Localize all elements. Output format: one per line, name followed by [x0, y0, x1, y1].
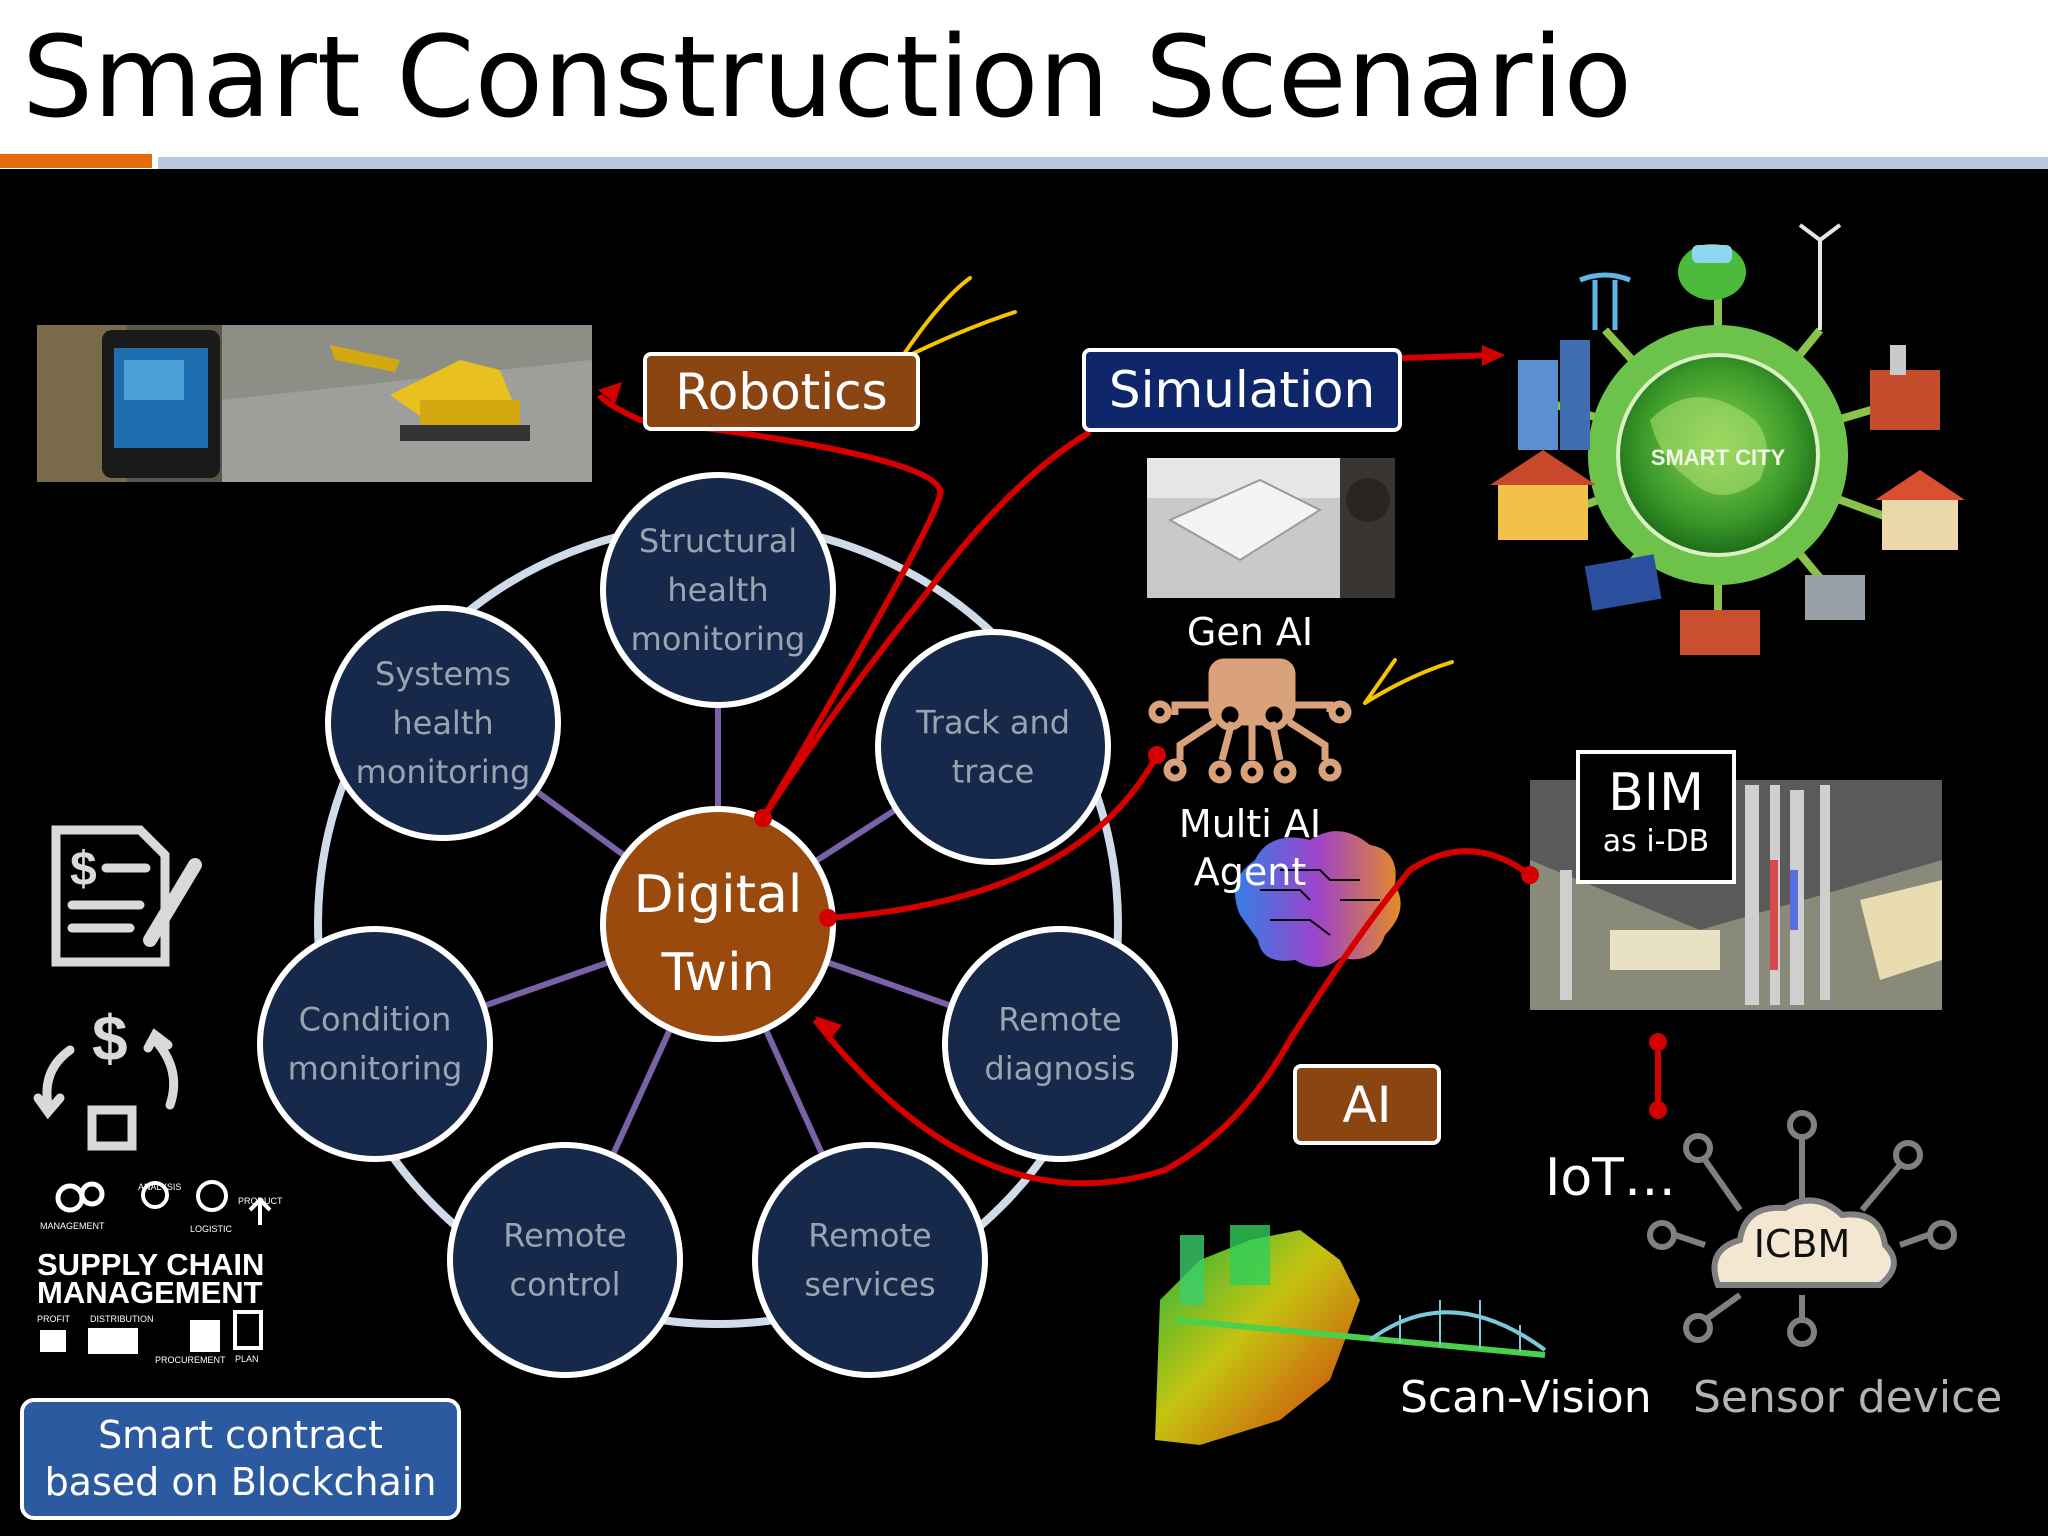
node-label-line: trace — [952, 753, 1035, 791]
node-circle — [447, 1142, 683, 1378]
svg-text:PROFIT: PROFIT — [37, 1314, 71, 1324]
ai-to-bim-connector — [812, 848, 1532, 1187]
checkmark-robotics-1 — [898, 276, 972, 362]
checkmark-agent-2 — [1363, 660, 1454, 705]
svg-text:$: $ — [70, 843, 97, 896]
digital-twin-line1: Digital — [634, 865, 803, 925]
icbm-cloud-network — [1647, 1110, 1957, 1347]
robotics-label: Robotics — [675, 362, 888, 421]
node-circle — [752, 1142, 988, 1378]
digital-twin-line2: Twin — [660, 943, 774, 1003]
svg-text:MANAGEMENT: MANAGEMENT — [37, 1275, 263, 1310]
ai-box: AI — [1293, 1064, 1441, 1145]
supply-chain-graphic: SUPPLY CHAIN MANAGEMENT MANAGEMENT ANALY… — [37, 1180, 283, 1365]
node-label-line: control — [510, 1266, 621, 1304]
node-structural-health-monitoring: Structural health monitoring — [600, 472, 836, 708]
smart-city-graphic: SMART CITY — [1490, 223, 1965, 655]
simulation-connector — [760, 429, 1092, 820]
checkmark-agent-1 — [1363, 658, 1397, 705]
page-title: Smart Construction Scenario — [22, 13, 1632, 143]
connector-markers — [598, 345, 1667, 1119]
red-connectors — [597, 352, 1661, 1187]
node-label-line: monitoring — [356, 753, 531, 791]
node-label-line: Structural — [639, 522, 797, 560]
bim-model-render — [1530, 780, 1942, 1010]
smart-city-label: SMART CITY — [1651, 445, 1786, 470]
node-label-line: health — [667, 571, 768, 609]
node-circle — [325, 605, 561, 841]
svg-text:LOGISTIC: LOGISTIC — [190, 1224, 233, 1234]
node-label-line: monitoring — [288, 1050, 463, 1088]
multi-agent-line2: Agent — [1193, 850, 1307, 894]
simulation-photo — [1147, 458, 1395, 598]
svg-text:SUPPLY CHAIN: SUPPLY CHAIN — [37, 1247, 264, 1282]
node-label-line: diagnosis — [984, 1050, 1135, 1088]
bim-label: BIM — [1608, 763, 1704, 823]
node-circle — [875, 629, 1111, 865]
node-circle — [257, 926, 493, 1162]
iot-label: IoT… — [1545, 1148, 1676, 1208]
simulation-to-smartcity-arrow — [1401, 352, 1496, 361]
multi-agent-line1: Multi AI — [1178, 802, 1322, 846]
node-label-line: services — [804, 1266, 935, 1304]
scan-vision-pointcloud — [1155, 1225, 1547, 1445]
node-label-line: Condition — [299, 1001, 452, 1039]
multi-agent-connector — [827, 753, 1160, 921]
svg-text:$: $ — [92, 1002, 128, 1074]
node-label-line: Remote — [503, 1217, 626, 1255]
robotics-box: Robotics — [643, 352, 920, 431]
node-label-line: Systems — [375, 655, 511, 693]
node-label-line: monitoring — [631, 620, 806, 658]
svg-text:PROCUREMENT: PROCUREMENT — [155, 1355, 226, 1365]
icbm-label: ICBM — [1753, 1222, 1851, 1266]
smart-contract-icons: $ $ — [33, 825, 202, 1151]
sensor-device-label: Sensor device — [1693, 1372, 2003, 1423]
smart-contract-box: Smart contract based on Blockchain — [20, 1398, 461, 1520]
node-label-line: Remote — [998, 1001, 1121, 1039]
bim-box: BIM as i-DB — [1576, 750, 1736, 884]
svg-text:ANALYSIS: ANALYSIS — [138, 1182, 181, 1192]
node-systems-health-monitoring: Systems health monitoring — [325, 605, 561, 841]
bim-sub-label: as i-DB — [1602, 824, 1710, 859]
node-label-line: Remote — [808, 1217, 931, 1255]
title-bar: Smart Construction Scenario — [0, 0, 2048, 154]
ai-label: AI — [1342, 1075, 1392, 1134]
node-label-line: health — [392, 704, 493, 742]
node-circle — [942, 926, 1178, 1162]
excavator-photo — [37, 325, 592, 482]
simulation-box: Simulation — [1082, 348, 1402, 432]
node-remote-services: Remote services — [752, 1142, 988, 1378]
title-accent-blue — [158, 157, 2048, 169]
node-circle — [600, 472, 836, 708]
smart-contract-line1: Smart contract — [98, 1413, 383, 1457]
simulation-label: Simulation — [1108, 361, 1376, 419]
robotics-connector — [597, 393, 944, 820]
multi-ai-agent-icon — [1148, 658, 1352, 784]
node-remote-control: Remote control — [447, 1142, 683, 1378]
multi-ai-agent-label: Multi AI Agent — [1125, 800, 1375, 896]
node-label-line: Track and — [915, 704, 1070, 742]
svg-text:PLAN: PLAN — [235, 1354, 259, 1364]
gen-ai-label: Gen AI — [1186, 610, 1314, 654]
svg-text:DISTRIBUTION: DISTRIBUTION — [90, 1314, 154, 1324]
node-condition-monitoring: Condition monitoring — [257, 926, 493, 1162]
scan-vision-label: Scan-Vision — [1400, 1372, 1652, 1423]
svg-text:MANAGEMENT: MANAGEMENT — [40, 1221, 105, 1231]
smart-contract-line2: based on Blockchain — [44, 1460, 437, 1504]
node-remote-diagnosis: Remote diagnosis — [942, 926, 1178, 1162]
title-accent-orange — [0, 154, 152, 168]
node-track-and-trace: Track and trace — [875, 629, 1111, 865]
svg-text:PRODUCT: PRODUCT — [238, 1196, 283, 1206]
